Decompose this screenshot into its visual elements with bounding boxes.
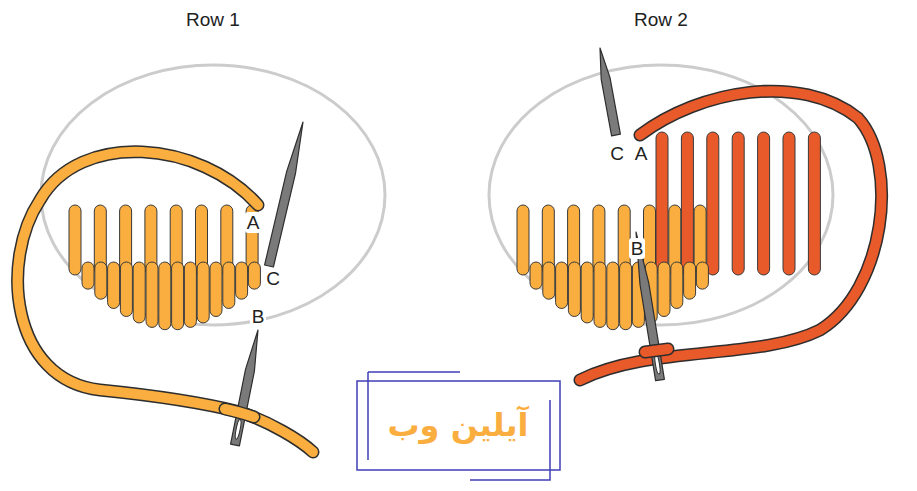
stitch-bar [517, 205, 529, 275]
stitch-bar [248, 262, 260, 289]
thread-outline [580, 91, 882, 380]
stitch-bar [82, 262, 94, 289]
stitch-bar [146, 262, 158, 327]
stitch-bar [69, 205, 81, 275]
needle [600, 48, 620, 136]
stitch-bar [543, 262, 555, 299]
stitch-bar [133, 262, 145, 323]
point-label: B [250, 306, 267, 327]
stitch-bar [236, 262, 248, 299]
stitch-bar [108, 262, 120, 308]
thread-outline [18, 152, 313, 452]
stitch-bar [159, 262, 171, 330]
needle [265, 122, 303, 267]
watermark: آیلین وب [381, 407, 534, 443]
row-heading: Row 1 [186, 10, 240, 29]
needle [231, 330, 258, 446]
stitch-bar [681, 132, 693, 275]
stitch-bar [732, 132, 744, 275]
stitch-bar [120, 262, 132, 317]
point-label: A [245, 212, 262, 233]
point-label: B [629, 238, 646, 259]
stitch-bar [556, 262, 568, 308]
stitch-bar [223, 262, 235, 308]
stitch-bar [95, 262, 107, 299]
stitch-bar [783, 132, 795, 275]
point-label: C [608, 143, 626, 164]
thread [580, 91, 882, 380]
stitch-bar [197, 262, 209, 323]
row-heading: Row 2 [634, 10, 688, 29]
stitch-bar [184, 262, 196, 327]
point-label: C [264, 268, 282, 289]
stitch-bar [707, 132, 719, 275]
stitch-bar [581, 262, 593, 323]
thread [645, 349, 668, 352]
stitch-bar [594, 262, 606, 327]
stitch-bar [656, 132, 668, 275]
stitch-bar [671, 262, 683, 308]
thread [225, 409, 254, 417]
stitch-bar [808, 132, 820, 275]
stitch-bar [658, 262, 670, 317]
stitch-bar [758, 132, 770, 275]
stitch-bar [696, 262, 708, 289]
stitch-bar [684, 262, 696, 299]
stitch-bar [530, 262, 542, 289]
embroidery-hoop [489, 65, 833, 325]
stitch-bar [210, 262, 222, 317]
thread-outline [645, 349, 668, 352]
stitch-bar [607, 262, 619, 330]
stitch-bar [172, 262, 184, 330]
thread-outline [225, 409, 254, 417]
embroidery-hoop [41, 65, 385, 325]
stitch-bar [568, 262, 580, 317]
needle-eye [234, 419, 242, 439]
point-label: A [633, 143, 650, 164]
stitch-bar [620, 262, 632, 330]
thread [18, 152, 313, 452]
watermark-frame [357, 372, 560, 480]
